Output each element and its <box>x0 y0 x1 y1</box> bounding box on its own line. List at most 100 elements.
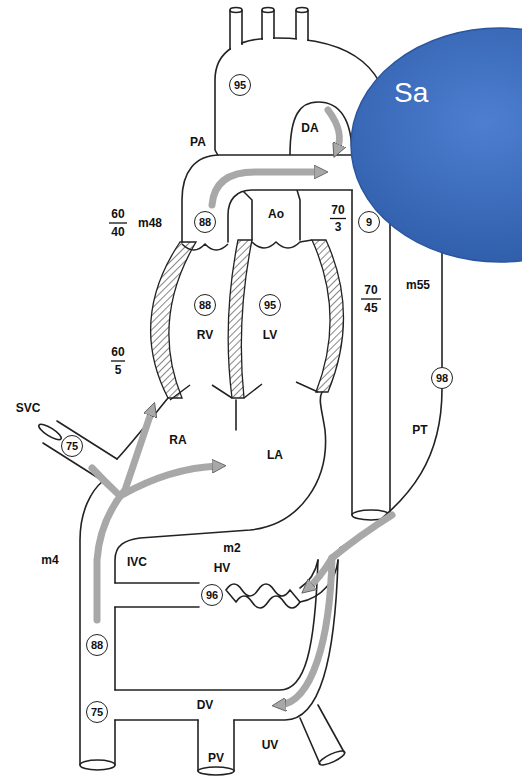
saturation-value: 88 <box>199 216 211 228</box>
umbilical-line <box>441 250 443 367</box>
saturation-value: 95 <box>234 79 246 91</box>
liver-vessels <box>226 584 300 608</box>
saturation-circle: 88 <box>194 294 216 316</box>
branch-wall <box>230 10 242 50</box>
branch-opening <box>296 8 308 13</box>
illustration-part <box>230 8 308 51</box>
illustration-part <box>170 240 318 400</box>
vessel-name: SVC <box>15 402 42 415</box>
pressure-value: 3 <box>334 221 343 234</box>
pv-opening <box>198 767 234 775</box>
mean-pressure: m48 <box>137 217 163 230</box>
chamber-name: LA <box>266 449 284 462</box>
saturation-circle: 75 <box>86 701 108 723</box>
ivc-wall <box>115 392 326 765</box>
vessel-name: UV <box>261 739 280 752</box>
saturation-value: 9 <box>366 216 372 228</box>
branch-lumen <box>231 8 241 50</box>
mean-pressure: m55 <box>405 279 431 292</box>
lv-wall <box>312 240 344 392</box>
svc-opening <box>37 422 63 443</box>
mean-pressure: m4 <box>40 554 59 567</box>
uv-wall <box>300 705 344 764</box>
vessel-name: PV <box>207 752 225 765</box>
pulmonary-wall <box>228 190 352 242</box>
flow-arrows <box>92 110 392 705</box>
septum <box>228 240 252 398</box>
saturation-value: 95 <box>264 299 276 311</box>
saturation-value: 88 <box>199 299 211 311</box>
illustration-part <box>182 155 352 242</box>
flow-arrow <box>122 466 218 495</box>
mean-pressure: m2 <box>222 542 241 555</box>
semilunar-valve <box>252 240 312 248</box>
pv-wall <box>198 720 234 771</box>
oval-text: Sa <box>394 77 428 109</box>
dv-wall <box>115 560 318 690</box>
aorta-wall <box>351 190 353 515</box>
hepatic-wall <box>115 583 199 607</box>
semilunar-valve <box>182 244 228 250</box>
branch-lumen <box>297 8 307 44</box>
saturation-value: 88 <box>91 639 103 651</box>
flow-arrow <box>212 172 320 205</box>
vessel-name: DA <box>300 122 319 135</box>
flow-arrow <box>92 468 118 494</box>
saturation-circle: 88 <box>194 211 216 233</box>
chamber-name: LV <box>262 329 278 342</box>
svc-wall <box>57 421 117 459</box>
av-valve <box>244 382 318 398</box>
oval-fill <box>351 28 522 262</box>
branch-wall <box>296 10 308 40</box>
venous-walls <box>37 250 442 775</box>
chamber-name: RV <box>196 329 214 342</box>
fraction-bars <box>109 219 381 362</box>
rv-wall <box>151 242 196 398</box>
saturation-circle: 96 <box>201 584 223 606</box>
saturation-circle: 95 <box>229 74 251 96</box>
pressure-value: 40 <box>110 226 125 239</box>
saturation-value: 96 <box>206 589 218 601</box>
pressure-value: 60 <box>110 346 125 359</box>
flow-arrow <box>97 410 152 620</box>
vessel-name: Ao <box>267 208 285 221</box>
pressure-value: 60 <box>110 208 125 221</box>
saturation-value: 98 <box>436 372 448 384</box>
vessel-name: IVC <box>126 556 148 569</box>
flow-arrow <box>332 515 392 558</box>
atrial-septum <box>235 400 237 430</box>
fraction-bar <box>109 222 127 223</box>
chamber-name: RA <box>168 434 187 447</box>
branch-lumen <box>263 8 273 44</box>
av-valve <box>170 385 232 400</box>
fraction-bar <box>111 360 125 361</box>
pressure-value: 5 <box>114 364 123 377</box>
saturation-circle: 9 <box>358 211 380 233</box>
branch-wall <box>262 10 274 40</box>
saturation-circle: 75 <box>61 435 83 457</box>
pressure-value: 70 <box>363 284 378 297</box>
fraction-bar <box>361 298 381 299</box>
branch-opening <box>262 8 274 13</box>
ivc-opening <box>80 760 115 770</box>
vessel-name: HV <box>213 562 232 575</box>
flow-arrow <box>280 558 332 705</box>
umbilical-line <box>340 389 442 548</box>
uv-opening <box>318 748 347 767</box>
dv-wall <box>115 560 338 720</box>
flow-arrow <box>328 110 340 150</box>
vessel-name: DV <box>196 699 215 712</box>
arch-branches <box>230 8 308 51</box>
saturation-value: 75 <box>91 706 103 718</box>
saturation-circle: 95 <box>259 294 281 316</box>
pressure-value: 45 <box>363 302 378 315</box>
pressure-value: 70 <box>330 204 345 217</box>
pulmonary-wall <box>182 155 352 242</box>
vessel-name: PT <box>411 424 428 437</box>
saturation-circle: 98 <box>431 367 453 389</box>
heart <box>151 240 344 400</box>
pulmonary-lumen <box>182 155 352 242</box>
branch-opening <box>230 8 242 13</box>
fraction-bar <box>330 218 346 219</box>
